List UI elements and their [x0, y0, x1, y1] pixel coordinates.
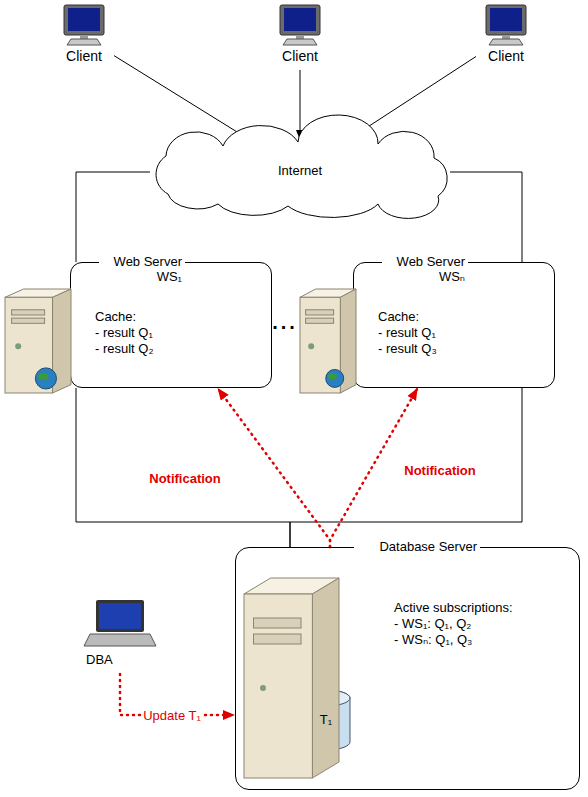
monitor-frame — [486, 5, 526, 35]
monitor-frame — [64, 5, 104, 35]
drive-bay — [12, 318, 45, 323]
drive-bay — [254, 618, 302, 628]
server-front — [5, 297, 53, 393]
client-node: Client — [54, 4, 114, 70]
network-link — [114, 56, 250, 140]
monitor-base — [283, 39, 317, 45]
node-text: Cache: — [95, 309, 136, 325]
drive-bay — [306, 318, 334, 323]
network-link — [76, 172, 150, 262]
monitor-frame — [280, 5, 320, 35]
server-front — [244, 594, 312, 778]
icon — [5, 289, 71, 393]
cloud-outline — [156, 115, 447, 218]
laptop-screen — [99, 603, 141, 629]
network-link — [76, 388, 290, 547]
globe-land — [328, 373, 337, 379]
notification-arrow — [218, 388, 330, 547]
node-title: Database Server — [354, 539, 480, 554]
monitor-screen — [284, 8, 316, 31]
laptop-lid — [96, 600, 144, 632]
node-title: Web Server WS₁ — [99, 254, 185, 284]
drive-bay — [306, 310, 334, 315]
node-text: DBA — [86, 652, 113, 668]
icon — [483, 4, 529, 46]
globe-land — [38, 373, 49, 380]
edge-label: Notification — [147, 471, 223, 486]
drive-bay — [254, 634, 302, 644]
icon — [277, 4, 323, 46]
node-text: Cache: — [378, 309, 419, 325]
internet-cloud: Internet — [150, 140, 450, 202]
node-text: Active subscriptions: — [394, 600, 513, 616]
monitor-screen — [68, 8, 100, 31]
node-text: Client — [488, 48, 524, 64]
node-title: Web Server WSₙ — [382, 254, 468, 284]
web-server-box: Web Server WS₁Cache:- result Q₁- result … — [70, 262, 272, 388]
edge-label: Notification — [402, 463, 478, 478]
server-front — [300, 297, 340, 393]
power-button — [308, 343, 314, 349]
ellipsis-label: ... — [270, 311, 300, 334]
power-button — [15, 343, 21, 349]
icon — [300, 289, 356, 393]
monitor-base — [67, 39, 101, 45]
power-button — [260, 685, 266, 691]
globe-symbol — [326, 369, 344, 387]
laptop-base — [84, 634, 156, 646]
server-side — [312, 578, 339, 778]
client-node: Client — [270, 4, 330, 70]
globe-symbol — [35, 368, 56, 389]
node-text: - result Q₁ — [378, 325, 436, 341]
node-text: Internet — [278, 163, 322, 179]
monitor-base — [489, 39, 523, 45]
icon — [244, 578, 339, 778]
client-node: Client — [476, 4, 536, 70]
database-server-box: T₁Database ServerActive subscriptions:- … — [235, 547, 580, 790]
node-text: - WS₁: Q₁, Q₂ — [394, 616, 471, 632]
admin-laptop: DBA — [82, 598, 157, 674]
monitor-neck — [296, 35, 304, 39]
edge-label: Update T₁ — [141, 708, 203, 723]
node-text: Client — [66, 48, 102, 64]
monitor-screen — [490, 8, 522, 31]
network-link — [290, 388, 522, 547]
node-text: - result Q₃ — [378, 341, 437, 357]
monitor-neck — [502, 35, 510, 39]
node-text: - result Q₁ — [95, 325, 153, 341]
node-text: Client — [282, 48, 318, 64]
icon — [61, 4, 107, 46]
node-text: T₁ — [320, 712, 332, 728]
monitor-neck — [80, 35, 88, 39]
web-server-box: Web Server WSₙCache:- result Q₁- result … — [353, 262, 555, 388]
drive-bay — [12, 310, 45, 315]
network-link — [300, 70, 301, 140]
network-link — [450, 172, 522, 262]
node-text: - result Q₂ — [95, 341, 154, 357]
icon — [82, 598, 158, 648]
node-text: - WSₙ: Q₁, Q₃ — [394, 632, 472, 648]
